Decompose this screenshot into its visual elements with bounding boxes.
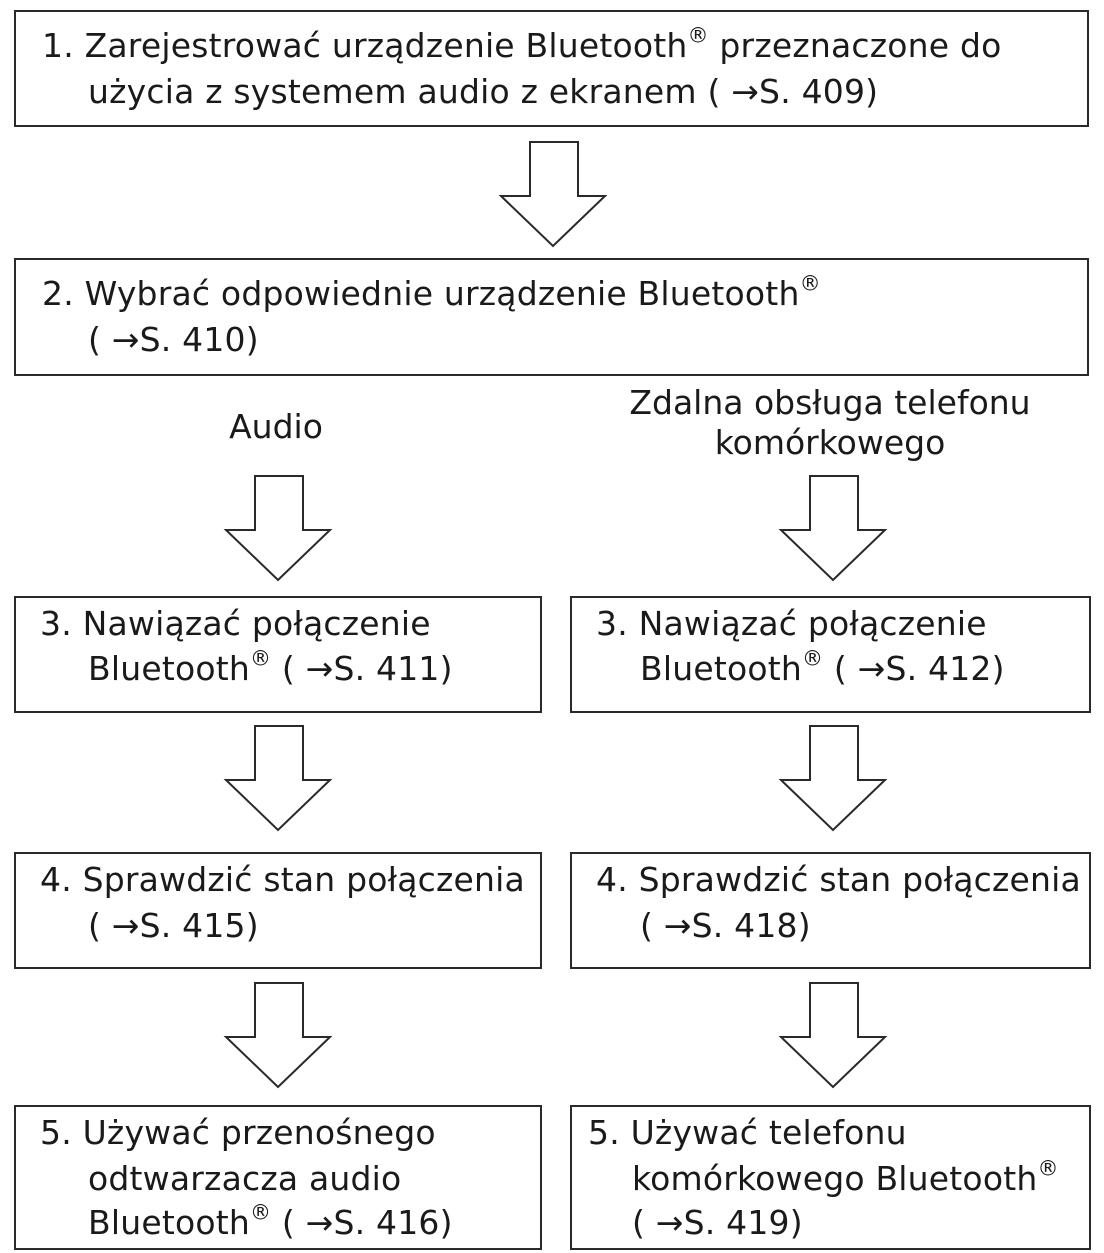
down-arrow-icon [778, 475, 888, 582]
audio-step-5-box: 5. Używać przenośnego odtwarzacza audio … [14, 1105, 542, 1250]
down-arrow-icon [778, 725, 888, 832]
step-1-line-2: użycia z systemem audio z ekranem ( →S. … [88, 72, 879, 111]
audio-step-4-box: 4. Sprawdzić stan połączenia ( →S. 415) [14, 852, 542, 969]
phone-step-4-line-1: 4. Sprawdzić stan połączenia [596, 860, 1081, 899]
step-2-line-2: ( →S. 410) [88, 320, 259, 359]
phone-step-5-box: 5. Używać telefonu komórkowego Bluetooth… [570, 1105, 1091, 1250]
phone-step-4-box: 4. Sprawdzić stan połączenia ( →S. 418) [570, 852, 1091, 969]
phone-step-4-line-2: ( →S. 418) [640, 906, 811, 945]
phone-step-3-line-1: 3. Nawiązać połączenie [596, 604, 987, 643]
audio-step-4-line-1: 4. Sprawdzić stan połączenia [40, 860, 525, 899]
audio-step-4-line-2: ( →S. 415) [88, 906, 259, 945]
branch-label-phone-line-1: Zdalna obsługa telefonu [629, 383, 1031, 422]
phone-step-5-line-2: komórkowego Bluetooth® [632, 1156, 1059, 1198]
audio-step-5-line-1: 5. Używać przenośnego [40, 1113, 436, 1152]
step-1-box: 1. Zarejestrować urządzenie Bluetooth® p… [14, 10, 1089, 127]
step-1-line-1: 1. Zarejestrować urządzenie Bluetooth® p… [42, 23, 1002, 65]
audio-step-3-box: 3. Nawiązać połączenie Bluetooth® ( →S. … [14, 596, 542, 713]
down-arrow-icon [223, 982, 333, 1089]
audio-step-3-line-2: Bluetooth® ( →S. 411) [88, 646, 453, 688]
audio-step-3-line-1: 3. Nawiązać połączenie [40, 604, 431, 643]
step-2-box: 2. Wybrać odpowiednie urządzenie Bluetoo… [14, 258, 1089, 376]
down-arrow-icon [223, 475, 333, 582]
phone-step-3-line-2: Bluetooth® ( →S. 412) [640, 646, 1005, 688]
phone-step-5-line-3: ( →S. 419) [632, 1203, 803, 1242]
down-arrow-icon [223, 725, 333, 832]
step-2-line-1: 2. Wybrać odpowiednie urządzenie Bluetoo… [42, 271, 821, 313]
phone-step-3-box: 3. Nawiązać połączenie Bluetooth® ( →S. … [570, 596, 1091, 713]
branch-label-audio: Audio [229, 407, 323, 446]
audio-step-5-line-2: odtwarzacza audio [88, 1159, 402, 1198]
down-arrow-icon [498, 141, 608, 248]
audio-step-5-line-3: Bluetooth® ( →S. 416) [88, 1200, 453, 1242]
down-arrow-icon [778, 982, 888, 1089]
branch-label-phone-line-2: komórkowego [714, 423, 946, 462]
phone-step-5-line-1: 5. Używać telefonu [588, 1113, 907, 1152]
